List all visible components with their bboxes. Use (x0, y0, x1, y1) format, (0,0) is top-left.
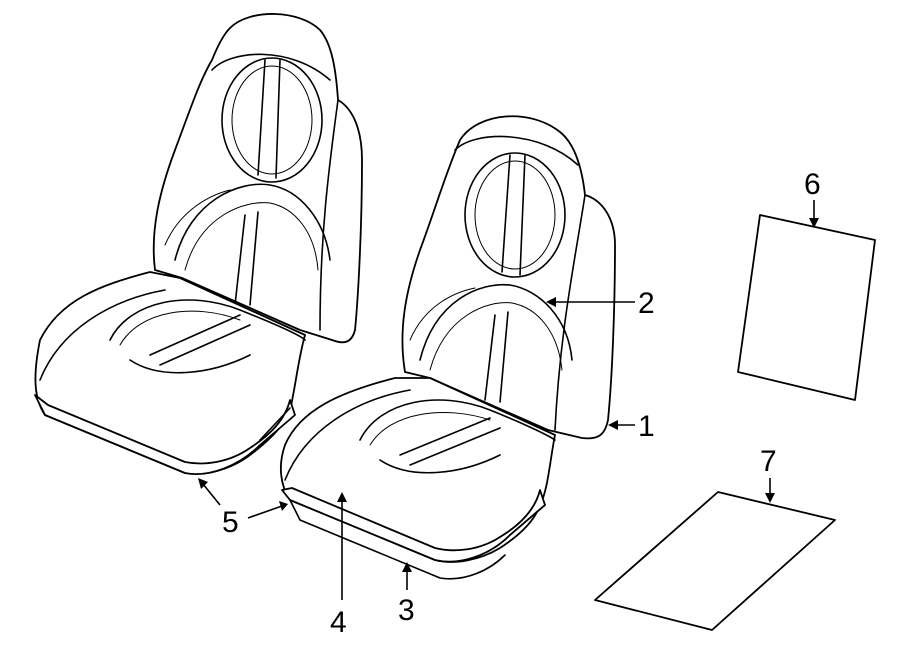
callout-7-label: 7 (760, 445, 777, 478)
left-seat (34, 13, 363, 475)
callout-2: 2 (546, 287, 655, 320)
callout-6-label: 6 (804, 168, 821, 201)
seat-pad-part-6 (737, 214, 876, 401)
callout-4-label: 4 (330, 606, 347, 639)
callout-4: 4 (330, 492, 347, 639)
callout-7: 7 (760, 445, 777, 503)
callout-3-label: 3 (398, 594, 415, 627)
callout-2-label: 2 (638, 287, 655, 320)
right-seat (279, 115, 616, 580)
callout-6: 6 (804, 168, 821, 228)
callout-3: 3 (398, 562, 415, 627)
callout-1-label: 1 (638, 410, 655, 443)
callout-5: 5 (198, 478, 288, 539)
seat-pad-part-7 (594, 491, 836, 631)
callout-5-label: 5 (222, 506, 239, 539)
callout-1: 1 (608, 410, 655, 443)
